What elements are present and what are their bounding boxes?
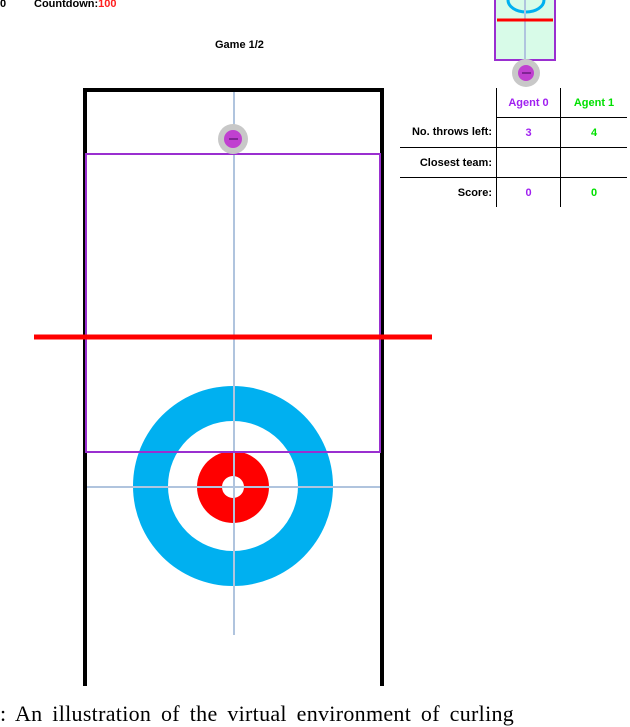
countdown-indicator: Countdown:100 bbox=[34, 0, 117, 10]
scoreboard: Agent 0 Agent 1 No. throws left: 3 4 Clo… bbox=[400, 88, 627, 207]
column-agent-0: Agent 0 bbox=[496, 88, 561, 118]
row-closest-team-label: Closest team: bbox=[400, 147, 497, 178]
closest-team-agent-1 bbox=[560, 147, 627, 178]
throws-left-agent-0: 3 bbox=[496, 117, 561, 148]
score-agent-1: 0 bbox=[560, 177, 627, 207]
figure-caption: : An illustration of the virtual environ… bbox=[0, 701, 515, 726]
countdown-value: 100 bbox=[98, 0, 117, 10]
minimap bbox=[494, 0, 556, 61]
scoreboard-corner bbox=[400, 88, 497, 118]
stone-agent0[interactable] bbox=[218, 124, 248, 154]
minimap-stone bbox=[512, 59, 540, 87]
throws-left-agent-1: 4 bbox=[560, 117, 627, 148]
score-agent-0: 0 bbox=[496, 177, 561, 207]
row-throws-left-label: No. throws left: bbox=[400, 117, 497, 148]
closest-team-agent-0 bbox=[496, 147, 561, 178]
row-score-label: Score: bbox=[457, 186, 492, 199]
column-agent-1: Agent 1 bbox=[560, 88, 627, 118]
countdown-prefix: 0 bbox=[0, 0, 7, 10]
countdown-label: Countdown: bbox=[34, 0, 99, 10]
game-counter: Game 1/2 bbox=[215, 39, 264, 51]
